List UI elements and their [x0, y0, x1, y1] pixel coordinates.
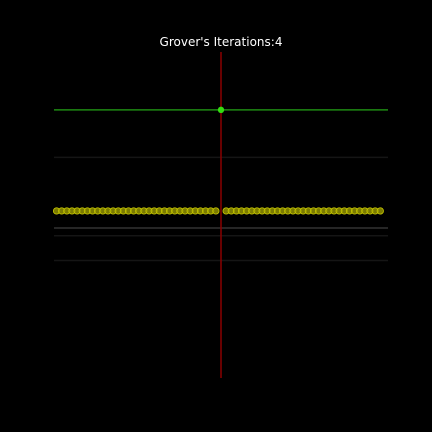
chart-title: Grover's Iterations:4	[160, 35, 283, 49]
amplitude-points	[52, 106, 384, 215]
amplitude-point	[376, 207, 384, 215]
amplitude-point	[212, 207, 220, 215]
marked-state-point	[217, 106, 225, 114]
